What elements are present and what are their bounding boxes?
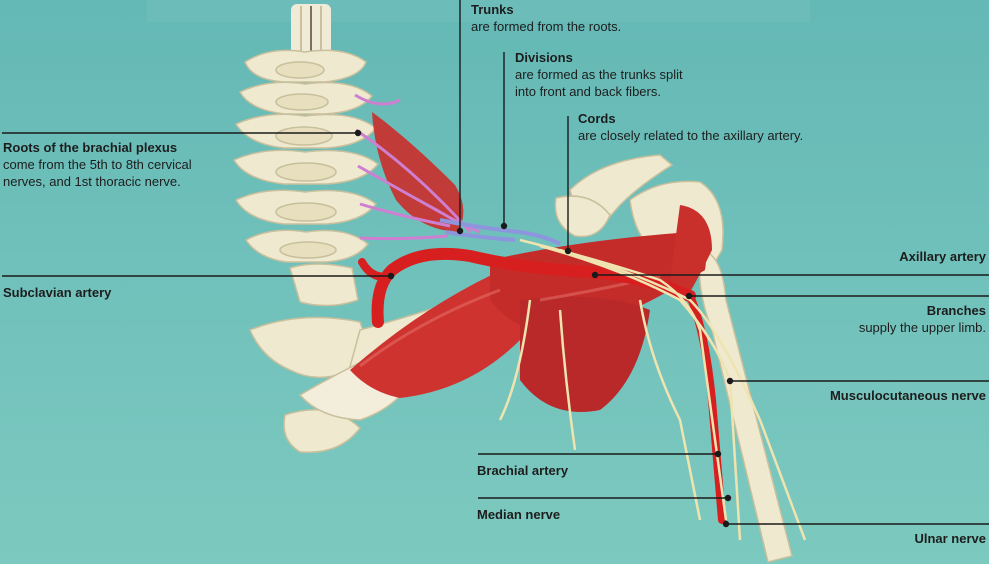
label-axillary-title: Axillary artery — [899, 249, 986, 264]
label-branches: Branches supply the upper limb. — [859, 302, 986, 336]
label-divisions: Divisions are formed as the trunks split… — [515, 49, 683, 100]
label-brachial-title: Brachial artery — [477, 463, 569, 478]
label-roots-desc-2: nerves, and 1st thoracic nerve. — [3, 174, 181, 189]
label-ulnar-title: Ulnar nerve — [914, 531, 986, 546]
label-branches-desc: supply the upper limb. — [858, 320, 986, 335]
label-musculocutaneous-nerve: Musculocutaneous nerve — [830, 387, 986, 404]
label-median-title: Median nerve — [477, 507, 561, 522]
label-brachial-artery: Brachial artery — [477, 462, 568, 479]
leader-dots — [354, 129, 734, 528]
label-ulnar-nerve: Ulnar nerve — [914, 530, 986, 547]
label-trunks-title: Trunks — [471, 2, 514, 17]
label-trunks-desc: are formed from the roots. — [471, 19, 622, 34]
label-divisions-title: Divisions — [515, 50, 573, 65]
label-cords-desc: are closely related to the axillary arte… — [578, 128, 804, 143]
label-trunks: Trunks are formed from the roots. — [471, 1, 621, 35]
label-divisions-desc-1: are formed as the trunks split — [515, 67, 683, 82]
label-branches-title: Branches — [926, 303, 986, 318]
spinal-cord — [291, 4, 331, 56]
muscles — [350, 112, 712, 412]
label-cords-title: Cords — [578, 111, 616, 126]
cervical-vertebrae — [232, 49, 380, 307]
label-cords: Cords are closely related to the axillar… — [578, 110, 803, 144]
label-roots-desc-1: come from the 5th to 8th cervical — [3, 157, 192, 172]
label-divisions-desc-2: into front and back fibers. — [515, 84, 661, 99]
label-roots-title: Roots of the brachial plexus — [3, 140, 178, 155]
label-subclavian-title: Subclavian artery — [3, 285, 112, 300]
label-median-nerve: Median nerve — [477, 506, 560, 523]
label-musculocutaneous-title: Musculocutaneous nerve — [829, 388, 986, 403]
label-subclavian-artery: Subclavian artery — [3, 284, 111, 301]
shoulder-bones — [554, 154, 793, 563]
label-axillary-artery: Axillary artery — [899, 248, 986, 265]
leader-lines — [2, 0, 989, 525]
plexus-trunks — [439, 218, 561, 246]
label-roots: Roots of the brachial plexus come from t… — [3, 139, 192, 190]
